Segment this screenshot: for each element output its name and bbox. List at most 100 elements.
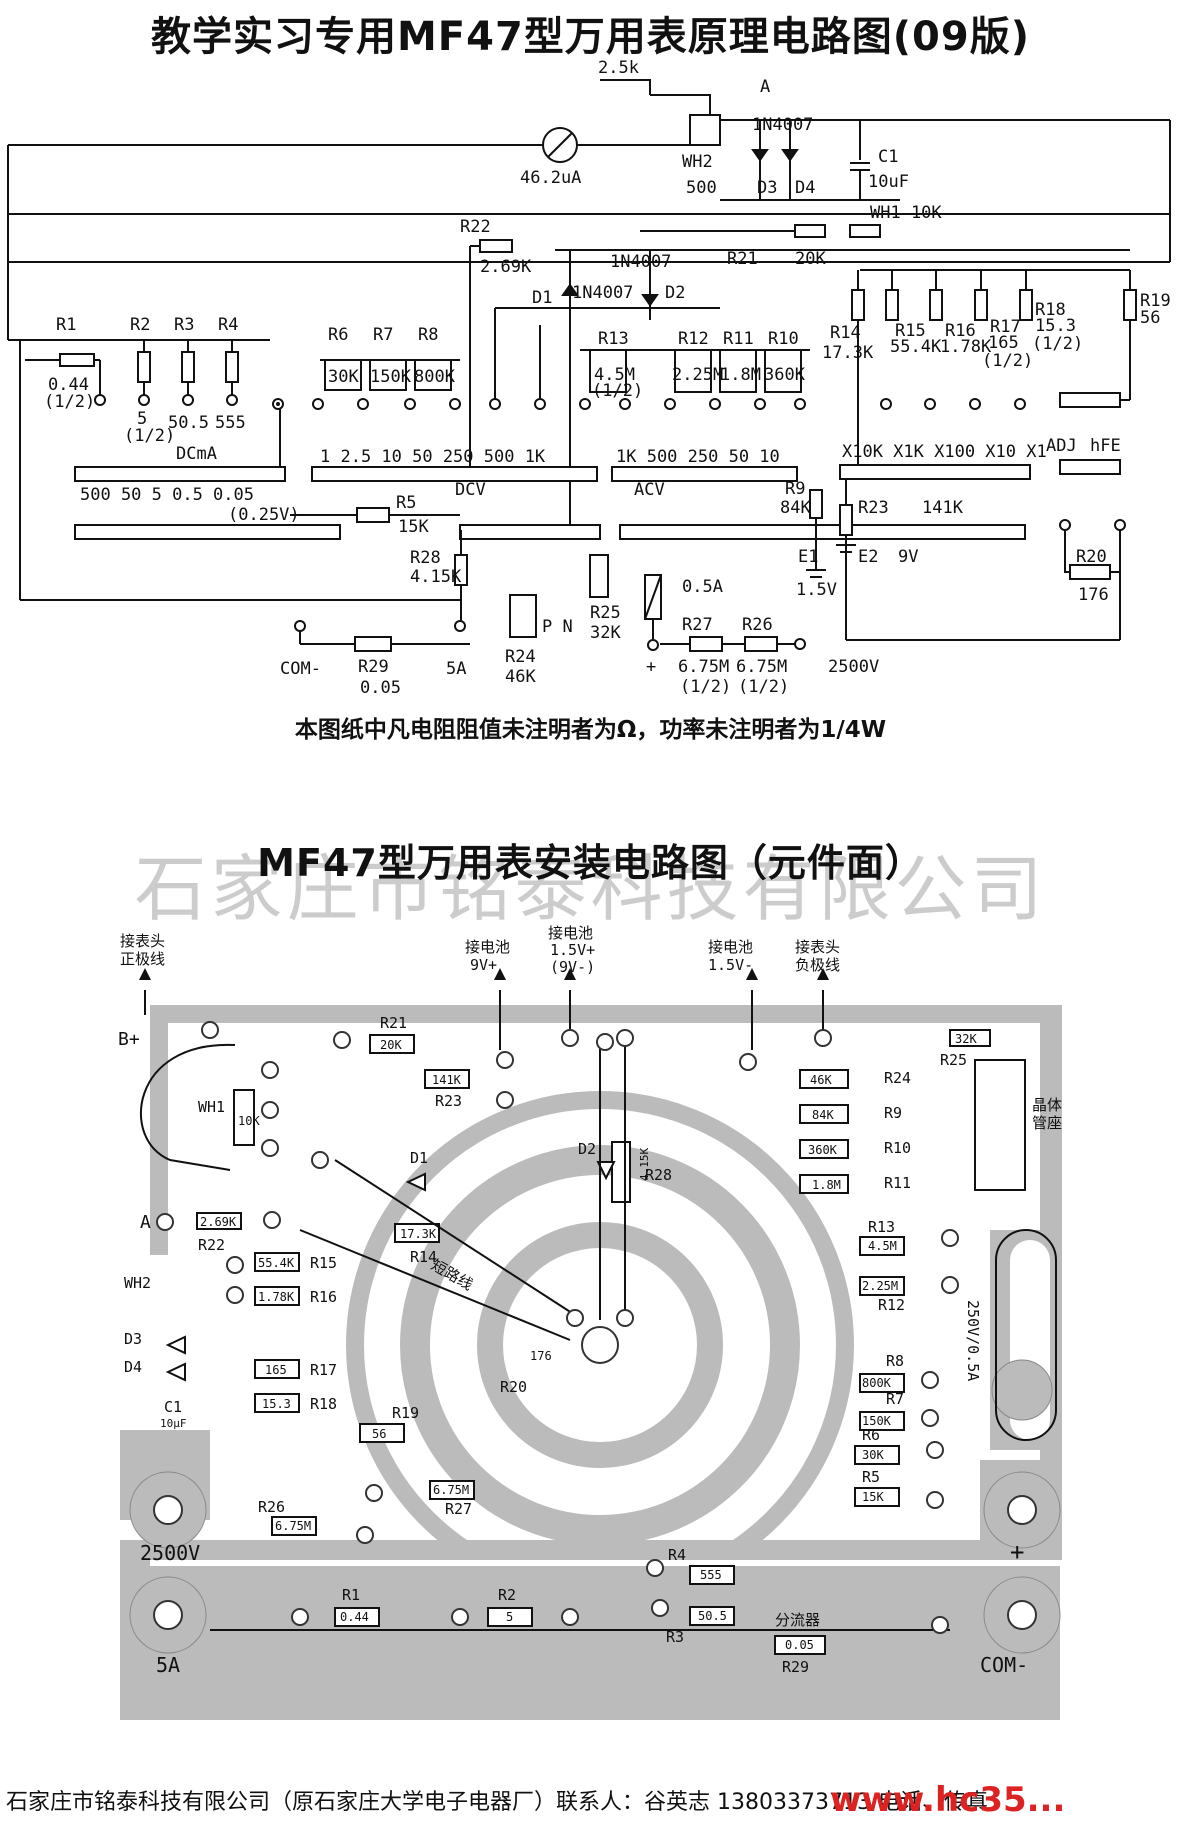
asm-r11-val: 1.8M [812,1178,841,1192]
label-r17-pw: (1/2) [982,351,1033,371]
label-2500v: 2500V [828,657,879,677]
label-r29-val: 0.05 [360,678,401,698]
asm-lead-pos: 接表头 [120,932,165,950]
label-r3-val: 50.5 [168,413,209,433]
label-plus: + [646,657,656,677]
label-meter: 46.2uA [520,168,581,188]
label-r28: R28 [410,548,441,568]
label-dcv: DCV [455,480,486,500]
label-fuse: 0.5A [682,577,723,597]
label-r9: R9 [785,479,805,499]
asm-r29-val: 0.05 [785,1638,814,1652]
label-r24: R24 [505,647,536,667]
asm-d3: D3 [124,1330,142,1348]
asm-r13: R13 [868,1218,895,1236]
asm-r25-val: 32K [955,1032,977,1046]
asm-d4: D4 [124,1358,142,1376]
label-r14: R14 [830,323,861,343]
asm-r27-val: 6.75M [433,1483,469,1497]
label-r21-val: 20K [795,249,826,269]
label-r4: R4 [218,315,238,335]
asm-r24-val: 46K [810,1073,832,1087]
asm-socket-2: 管座 [1032,1114,1062,1132]
asm-r26-val: 6.75M [275,1519,311,1533]
asm-wh1-val: 10K [238,1114,260,1128]
asm-bat15p-3: (9V-) [550,958,595,976]
asm-r17: R17 [310,1361,337,1379]
asm-r3-val: 50.5 [698,1609,727,1623]
label-r23: R23 [858,498,889,518]
label-r1-pw: (1/2) [44,392,95,412]
asm-r14-val: 17.3K [400,1227,437,1241]
asm-bplus: B+ [118,1029,140,1050]
footer-contact: 石家庄市铭泰科技有限公司（原石家庄大学电子电器厂）联系人：谷英志 1380337… [6,1790,988,1815]
label-r18-val: 15.3 [1035,316,1076,336]
label-r26-val: 6.75M [736,657,787,677]
schematic-diagram: 46.2uA 2.5k A WH2 500 1N4007 C1 10uF D3 … [7,58,1171,698]
label-node-a: A [760,77,770,97]
label-d-mid: 1N4007 [610,252,671,272]
label-5a: 5A [446,659,466,679]
label-c1: C1 [878,147,898,167]
label-adj: ADJ [1046,436,1077,456]
label-acv: ACV [634,480,665,500]
schematic-note: 本图纸中凡电阻阻值未注明者为Ω，功率未注明者为1/4W [294,717,887,743]
label-e1-val: 1.5V [796,580,837,600]
asm-r11: R11 [884,1174,911,1192]
label-c1-val: 10uF [868,172,909,192]
asm-r10: R10 [884,1139,911,1157]
label-r23-val: 141K [922,498,964,518]
asm-r3: R3 [666,1628,684,1646]
asm-r13-val: 4.5M [868,1239,897,1253]
label-r25-val: 32K [590,623,621,643]
asm-r1: R1 [342,1586,360,1604]
label-pn: P N [542,617,573,637]
label-r13: R13 [598,329,629,349]
label-r10: R10 [768,329,799,349]
asm-r15-val: 55.4K [258,1256,295,1270]
asm-plus: + [1010,1538,1024,1566]
asm-r25: R25 [940,1051,967,1069]
asm-bat15n: 接电池 [708,938,753,956]
asm-r28: R28 [645,1166,672,1184]
asm-bat15n-2: 1.5V- [708,956,753,974]
label-d2: D2 [665,283,685,303]
label-r26: R26 [742,615,773,635]
asm-shunt: 分流器 [775,1611,820,1629]
label-r11-val: 1.8M [720,365,761,385]
label-r25: R25 [590,603,621,623]
asm-bat15p-2: 1.5V+ [550,941,595,959]
label-r1: R1 [56,315,76,335]
asm-r12: R12 [878,1296,905,1314]
label-r14-val: 17.3K [822,343,874,363]
label-r27-pw: (1/2) [680,677,731,697]
label-r1-val: 0.44 [48,375,89,395]
label-r2-pw: (1/2) [124,426,175,446]
label-d1-val: 1N4007 [572,283,633,303]
label-d3: D3 [757,178,777,198]
label-e2-val: 9V [898,547,918,567]
asm-com: COM- [980,1653,1028,1677]
footer-site[interactable]: www.hc35... [830,1780,1066,1820]
label-r29: R29 [358,657,389,677]
asm-r18: R18 [310,1395,337,1413]
asm-r10-val: 360K [808,1143,838,1157]
label-r15-val: 55.4K [890,337,942,357]
asm-r1-val: 0.44 [340,1610,369,1624]
watermark: 石家庄市铭泰科技有限公司 [134,847,1047,931]
asm-r9: R9 [884,1104,902,1122]
asm-r5: R5 [862,1468,880,1486]
label-r12: R12 [678,329,709,349]
label-r19-val: 56 [1140,308,1160,328]
asm-wh2: WH2 [124,1274,151,1292]
label-r11: R11 [723,329,754,349]
assembly-diagram: 接表头 正极线 接电池 9V+ 接电池 1.5V+ (9V-) 接电池 1.5V… [118,924,1070,1720]
asm-2500v: 2500V [140,1541,200,1565]
asm-r28-val: 4.15K [638,1148,651,1181]
label-r5-val: 15K [398,517,429,537]
label-r27: R27 [682,615,713,635]
asm-r9-val: 84K [812,1108,834,1122]
label-r22: R22 [460,217,491,237]
label-dcma-sub: (0.25V) [228,505,300,525]
label-ohm-scale: X10K X1K X100 X10 X1 [842,442,1047,462]
